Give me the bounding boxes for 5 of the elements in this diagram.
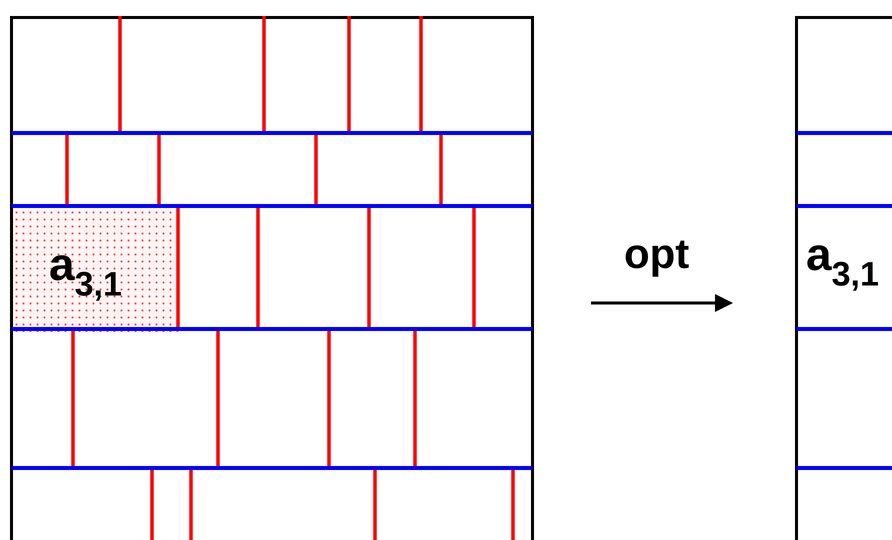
cell-label: a$_{3,1}$ — [49, 241, 122, 302]
edge-label: opt — [624, 233, 690, 275]
arrow — [591, 294, 733, 312]
cell-label: a$_{3,1}$ — [806, 231, 879, 292]
shaded-cell — [13, 209, 181, 332]
